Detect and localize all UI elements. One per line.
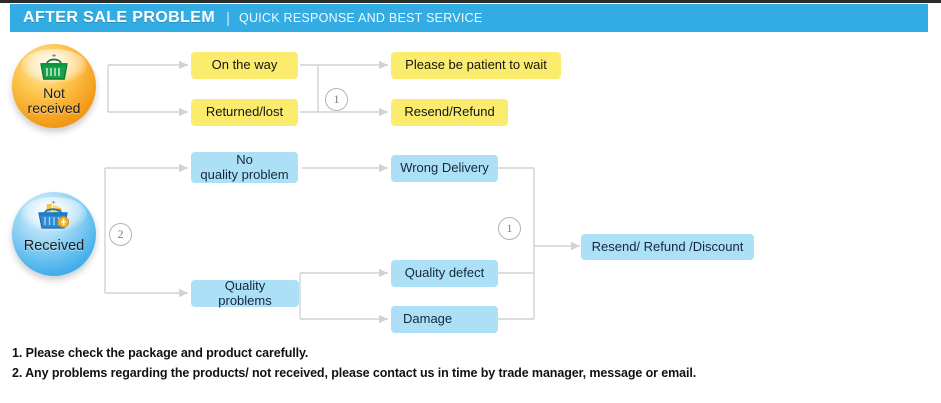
shopping-basket-icon [12, 53, 96, 83]
box-damage: Damage [391, 306, 498, 333]
sphere-highlight [21, 49, 87, 83]
sphere-highlight [21, 197, 87, 231]
page-title: AFTER SALE PROBLEM [23, 9, 216, 26]
node-not-received: Not received [12, 44, 96, 128]
box-line-1: No [236, 151, 253, 167]
footer-note-2: 2. Any problems regarding the products/ … [12, 366, 697, 381]
node-not-received-label: Not received [28, 86, 81, 128]
header-separator: | [226, 9, 230, 27]
node-received-label: Received [23, 238, 85, 255]
step-marker-1-bottom: 1 [498, 217, 521, 240]
label-line-1: Not [43, 85, 65, 102]
box-wrong-delivery: Wrong Delivery [391, 155, 498, 182]
box-on-the-way: On the way [191, 52, 298, 79]
footer-note-1: 1. Please check the package and product … [12, 346, 309, 360]
box-quality-defect: Quality defect [391, 260, 498, 287]
box-returned-lost: Returned/lost [191, 99, 298, 126]
step-marker-1-top: 1 [325, 88, 348, 111]
box-line-2: quality problem [200, 166, 289, 182]
step-marker-2-left: 2 [109, 223, 132, 246]
footer-notes: 1. Please check the package and product … [12, 343, 912, 384]
top-divider-rule [0, 0, 941, 3]
box-resend-refund: Resend/Refund [391, 99, 508, 126]
box-quality-problems: Quality problems [191, 278, 299, 307]
header-banner: AFTER SALE PROBLEM | QUICK RESPONSE AND … [10, 4, 928, 32]
box-resend-refund-discount: Resend/ Refund /Discount [581, 234, 754, 260]
label-line-2: received [27, 99, 81, 116]
box-no-quality-problem: No quality problem [191, 152, 298, 183]
node-received: Received [12, 192, 96, 276]
shopping-basket-filled-icon [12, 201, 96, 233]
box-please-be-patient: Please be patient to wait [391, 52, 561, 79]
header-subtitle: QUICK RESPONSE AND BEST SERVICE [239, 11, 483, 25]
